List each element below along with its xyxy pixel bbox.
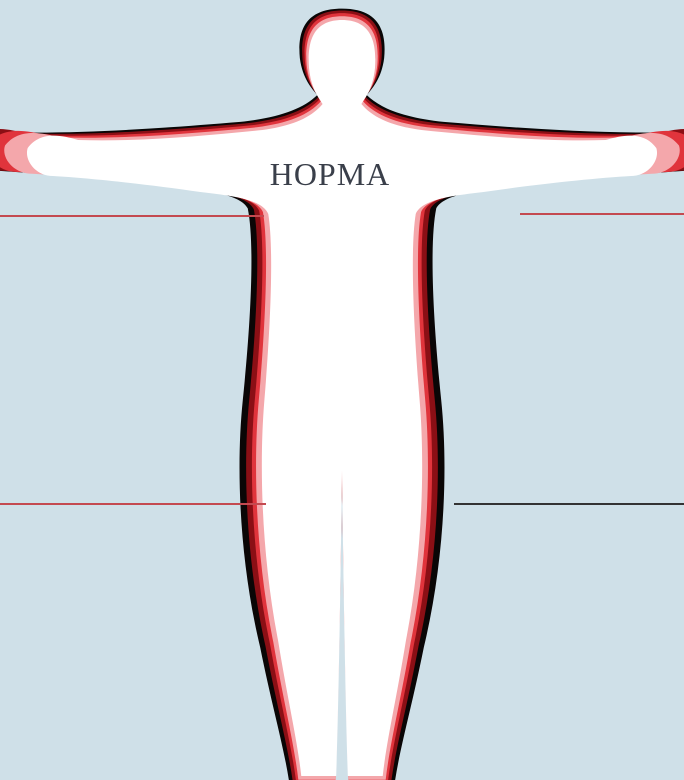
norm-label: НОРМА (250, 156, 410, 193)
